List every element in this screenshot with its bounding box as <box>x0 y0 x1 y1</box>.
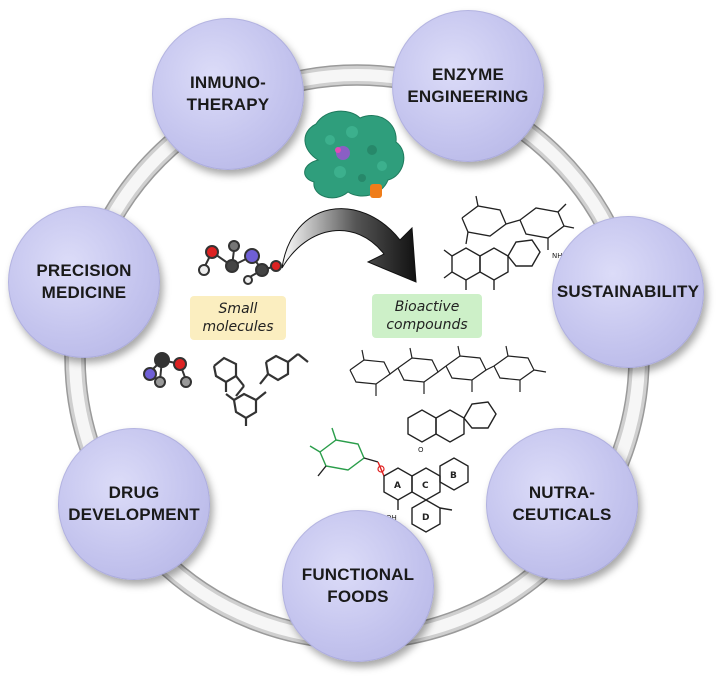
ring-b-label: B <box>450 471 457 481</box>
transformation-arrow <box>281 208 417 283</box>
dipeptide-molecule-icon <box>198 240 282 285</box>
node-inmunotherapy: INMUNO- THERAPY <box>152 18 304 170</box>
skeletal-small-molecules-icon <box>212 353 309 426</box>
node-drug-development: DRUG DEVELOPMENT <box>58 428 210 580</box>
ring-d-label: D <box>422 513 429 523</box>
amino-acid-molecule-icon <box>143 352 192 388</box>
node-enzyme-engineering: ENZYME ENGINEERING <box>392 10 544 162</box>
ring-a-label: A <box>394 481 401 491</box>
polysaccharide-chain-icon <box>349 345 547 396</box>
node-sustainability: SUSTAINABILITY <box>552 216 704 368</box>
disaccharide-molecule-icon <box>461 195 575 250</box>
glycosylated-flavonoid-icon <box>309 401 497 533</box>
node-enzyme-engineering-label: ENZYME ENGINEERING <box>407 65 529 106</box>
node-nutraceuticals: NUTRA- CEUTICALS <box>486 428 638 580</box>
node-drug-development-label: DRUG DEVELOPMENT <box>68 483 200 524</box>
flavone-molecule-icon <box>443 239 541 290</box>
oxygen-label: O <box>418 446 424 454</box>
node-sustainability-label: SUSTAINABILITY <box>556 282 700 301</box>
node-precision-medicine: PRECISION MEDICINE <box>8 206 160 358</box>
node-nutraceuticals-label: NUTRA- CEUTICALS <box>512 483 612 524</box>
node-functional-foods-label: FUNCTIONAL FOODS <box>301 565 415 606</box>
small-molecules-label: Small molecules <box>190 296 286 340</box>
node-inmunotherapy-label: INMUNO- THERAPY <box>186 73 270 114</box>
glycosidic-oxygen-marker <box>377 465 385 473</box>
bioactive-compounds-label: Bioactive compounds <box>372 294 482 338</box>
protein-structure-icon <box>304 110 405 199</box>
ring-c-label: C <box>422 481 429 491</box>
node-functional-foods: FUNCTIONAL FOODS <box>282 510 434 662</box>
node-precision-medicine-label: PRECISION MEDICINE <box>36 261 132 302</box>
